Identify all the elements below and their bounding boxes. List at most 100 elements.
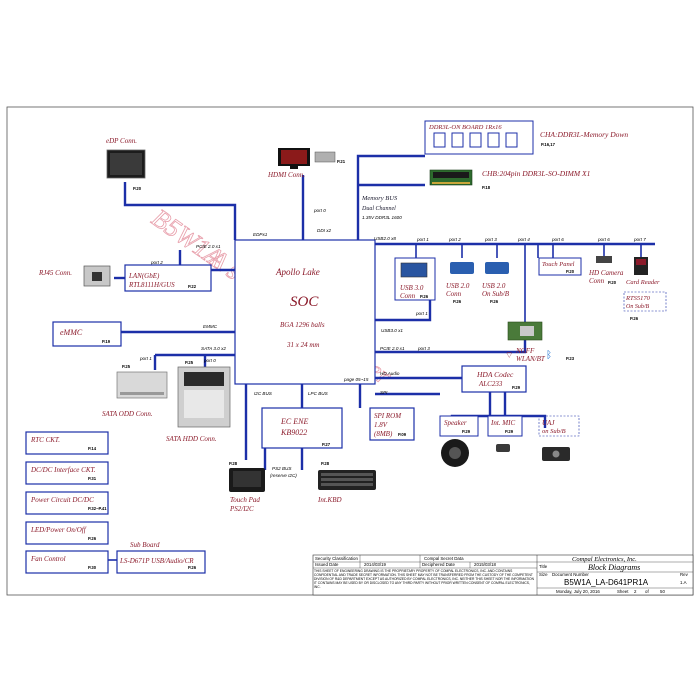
svg-text:USB 2.0: USB 2.0: [482, 282, 506, 290]
svg-text:Touch Panel: Touch Panel: [542, 261, 575, 268]
camera-block: HD Camera Conn P.20: [588, 256, 624, 285]
usb30-block: USB 3.0 Conn P.26: [394, 257, 436, 301]
svg-text:CHB:204pin DDR3L-SO-DIMM X1: CHB:204pin DDR3L-SO-DIMM X1: [482, 169, 590, 178]
svg-text:50: 50: [660, 589, 665, 594]
svg-text:P.23: P.23: [566, 356, 575, 361]
svg-text:2015/03/18: 2015/03/18: [474, 562, 497, 567]
speaker-block: Speaker P.29: [439, 415, 479, 467]
svg-text:Block Diagrams: Block Diagrams: [588, 563, 640, 572]
svg-text:UAJ: UAJ: [542, 419, 555, 427]
svg-text:eMMC: eMMC: [60, 328, 83, 337]
svg-text:KB9022: KB9022: [280, 428, 307, 437]
svg-text:Memory BUS: Memory BUS: [361, 195, 398, 202]
svg-text:Touch Pad: Touch Pad: [230, 496, 260, 504]
svg-text:Compal Electronics, Inc.: Compal Electronics, Inc.: [572, 556, 637, 563]
svg-text:1.8V: 1.8V: [374, 421, 388, 429]
touch-panel-block: Touch Panel P.20: [538, 257, 582, 276]
svg-text:P.28: P.28: [321, 461, 330, 466]
svg-text:Speaker: Speaker: [444, 419, 467, 427]
svg-text:Sub Board: Sub Board: [130, 541, 160, 549]
svg-text:P.20: P.20: [608, 280, 617, 285]
card-reader-block: Card Reader RTS5170 On Sub/B P.26: [623, 257, 667, 321]
svg-text:I2C BUS: I2C BUS: [254, 391, 273, 396]
svg-text:Conn: Conn: [446, 290, 462, 298]
left-box: Power Circuit DC/DCP.32~P.41: [25, 491, 109, 515]
svg-text:PS2/I2C: PS2/I2C: [229, 505, 254, 513]
svg-text:On Sub/B: On Sub/B: [482, 290, 510, 298]
emmc-block: eMMC P.19: [52, 321, 122, 347]
svg-text:EC ENE: EC ENE: [280, 417, 308, 426]
svg-text:1.35V DDR3L 1600: 1.35V DDR3L 1600: [362, 215, 402, 220]
svg-text:P.26: P.26: [420, 294, 429, 299]
wifi-icon: ⌔: [505, 350, 513, 360]
svg-text:Monday, July 20, 2016: Monday, July 20, 2016: [556, 589, 600, 594]
hdmi-port-image: [314, 151, 336, 163]
svg-text:P.29: P.29: [462, 429, 471, 434]
svg-text:2: 2: [634, 589, 637, 594]
svg-text:PCIE 2.0 x1: PCIE 2.0 x1: [196, 244, 221, 249]
left-box-page: P.31: [88, 476, 97, 481]
ec-block: EC ENE KB9022 P.27: [261, 407, 343, 449]
svg-text:P.18: P.18: [482, 185, 491, 190]
svg-text:RTL8111H/GUS: RTL8111H/GUS: [128, 281, 175, 289]
svg-text:port 1: port 1: [139, 356, 152, 361]
soc-title: SOC: [290, 294, 319, 310]
left-box-label: DC/DC Interface CKT.: [30, 466, 96, 474]
bluetooth-icon: ᛒ: [546, 350, 552, 361]
svg-text:SPI: SPI: [380, 390, 388, 395]
svg-text:Conn: Conn: [589, 277, 605, 285]
svg-text:P.09: P.09: [398, 432, 407, 437]
svg-text:PCIE 2.0 x1: PCIE 2.0 x1: [380, 346, 405, 351]
left-box-label: RTC CKT.: [30, 436, 60, 444]
usb20a-image: [450, 262, 474, 274]
svg-text:port 0: port 0: [313, 208, 326, 213]
touchpad-block: P.28 Touch Pad PS2/I2C: [229, 461, 265, 513]
rj45-connector: RJ45 Conn.: [38, 265, 111, 287]
svg-text:HDA Codec: HDA Codec: [476, 370, 514, 379]
svg-text:eDP Conn.: eDP Conn.: [106, 137, 137, 145]
disclaimer-text: THIS SHEET OF ENGINEERING DRAWING IS THE…: [314, 569, 535, 589]
svg-text:port 3: port 3: [417, 346, 430, 351]
memory-wire: [356, 154, 425, 240]
svg-text:SPI ROM: SPI ROM: [374, 412, 402, 420]
svg-text:Dual Channel: Dual Channel: [361, 206, 396, 212]
usb-port-label: port 6: [551, 237, 564, 242]
svg-text:1.A: 1.A: [680, 580, 687, 585]
odd-block: P.25 SATA ODD Conn.: [102, 364, 168, 418]
svg-text:EMMC: EMMC: [203, 324, 218, 329]
svg-text:Sheet: Sheet: [617, 589, 629, 594]
svg-text:on Sub/B: on Sub/B: [542, 428, 566, 435]
svg-text:ALC233: ALC233: [478, 380, 503, 388]
sub-board-block: Sub Board LS-D671P USB/Audio/CR P.26: [116, 541, 206, 574]
svg-text:P.29: P.29: [505, 429, 514, 434]
usb20b-block: USB 2.0 On Sub/B P.26: [482, 262, 510, 304]
left-box-page: P.30: [88, 565, 97, 570]
svg-text:P.26: P.26: [188, 565, 197, 570]
usb-port-label: port 2: [448, 237, 461, 242]
svg-text:P.21: P.21: [337, 159, 346, 164]
svg-text:DDI x2: DDI x2: [317, 228, 331, 233]
svg-text:Security Classification: Security Classification: [315, 556, 359, 561]
soc-size: 31 x 24 mm: [286, 341, 319, 349]
left-box-page: P.14: [88, 446, 97, 451]
svg-text:P.19: P.19: [102, 339, 111, 344]
svg-text:B5W1A_LA-D641PR1A: B5W1A_LA-D641PR1A: [564, 578, 649, 587]
svg-text:Int. MIC: Int. MIC: [490, 419, 515, 427]
svg-text:SATA 3.0 x2: SATA 3.0 x2: [201, 346, 226, 351]
svg-text:USB2.0 x8: USB2.0 x8: [374, 236, 396, 241]
usb3-wire: [375, 300, 432, 322]
mic-image: [496, 444, 510, 452]
svg-text:DDR3L-ON BOARD 1Rx16: DDR3L-ON BOARD 1Rx16: [428, 124, 502, 131]
svg-text:port 2: port 2: [150, 260, 163, 265]
svg-text:Deciphered Date: Deciphered Date: [422, 562, 456, 567]
uaj-block: UAJ on Sub/B: [538, 415, 580, 461]
svg-text:of: of: [645, 589, 649, 594]
usb-port-label: port 6: [597, 237, 610, 242]
left-box: RTC CKT. P.14: [25, 431, 109, 455]
ngff-block: NGFF WLAN/BT ᛒ ⌔ P.23: [505, 321, 575, 363]
